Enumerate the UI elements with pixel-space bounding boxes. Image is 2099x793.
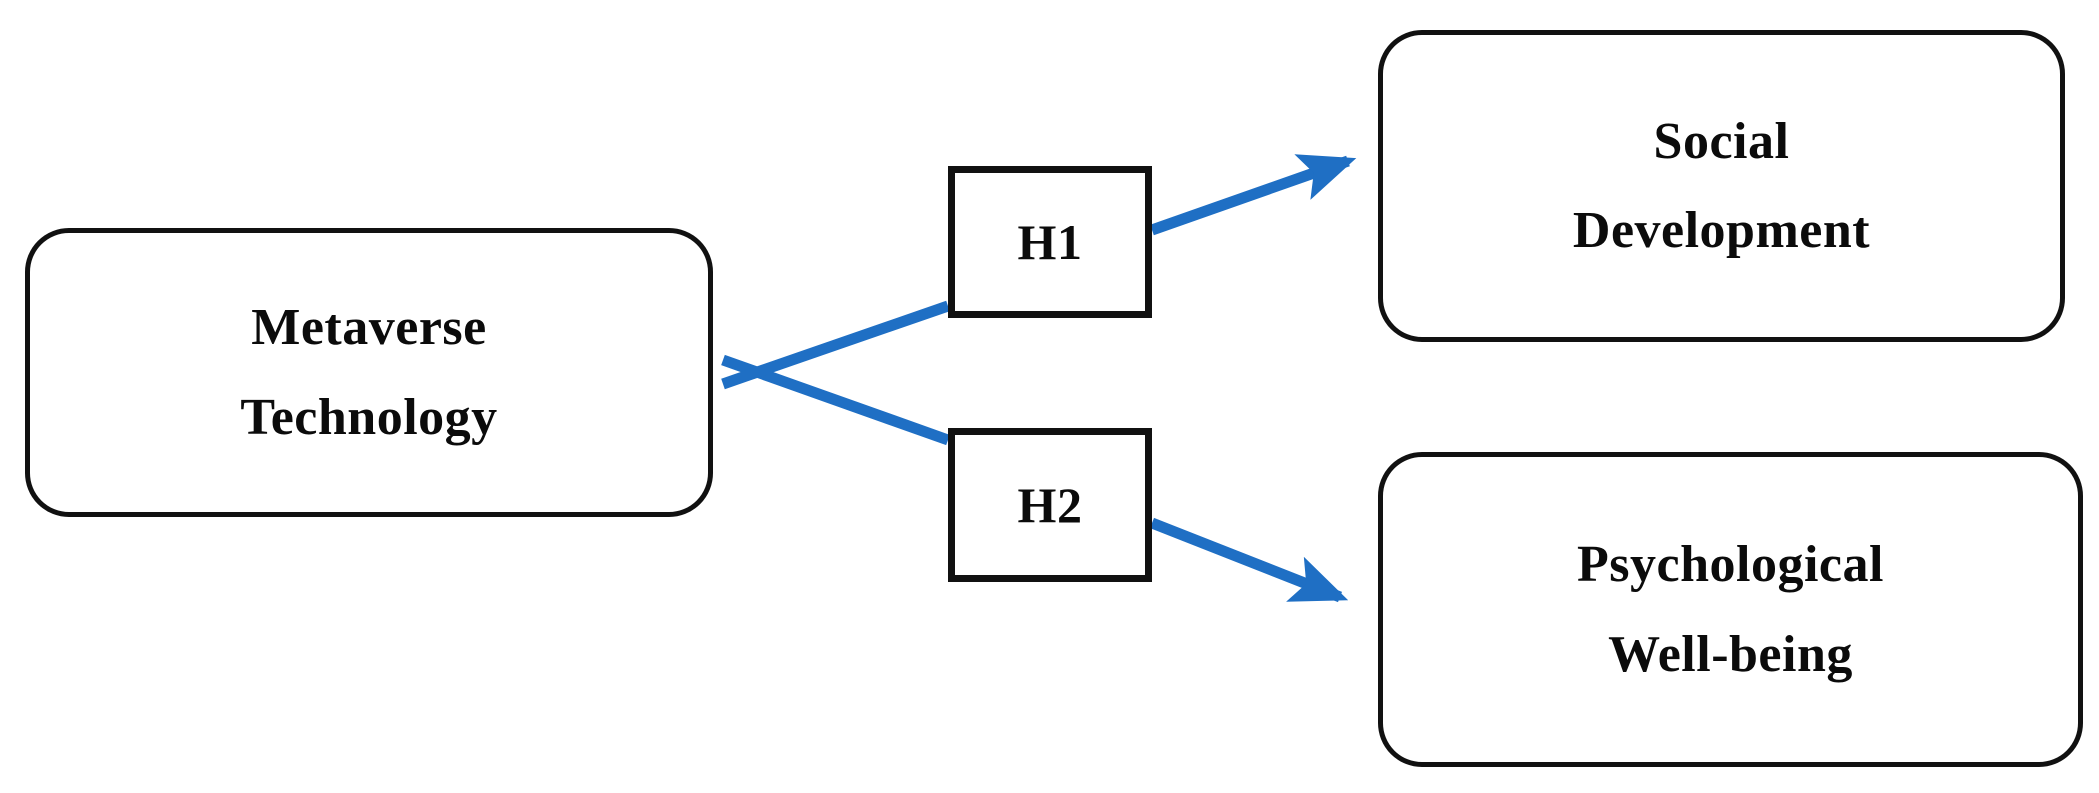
connector-source-to-h2 bbox=[721, 354, 950, 446]
node-social-development-line-2: Development bbox=[1572, 202, 1871, 259]
node-psychological-well-being[interactable]: Psychological Well-being bbox=[1378, 452, 2083, 767]
connector-h1-to-social-development bbox=[1150, 154, 1357, 236]
node-metaverse-technology[interactable]: Metaverse Technology bbox=[25, 228, 713, 517]
connector-source-to-h1 bbox=[721, 300, 950, 390]
node-social-development[interactable]: Social Development bbox=[1378, 30, 2065, 342]
node-hypothesis-h1-label: H1 bbox=[1017, 214, 1083, 270]
node-metaverse-technology-line-1: Metaverse bbox=[251, 299, 487, 357]
node-psychological-well-being-line-1: Psychological bbox=[1577, 536, 1884, 594]
node-social-development-line-1: Social bbox=[1653, 112, 1790, 170]
node-metaverse-technology-line-2: Technology bbox=[240, 388, 498, 446]
connector-h2-to-psychological-well-being bbox=[1149, 517, 1349, 603]
node-psychological-well-being-line-2: Well-being bbox=[1608, 625, 1853, 683]
node-hypothesis-h1[interactable]: H1 bbox=[948, 166, 1152, 318]
node-hypothesis-h2-label: H2 bbox=[1017, 477, 1083, 533]
node-hypothesis-h2[interactable]: H2 bbox=[948, 428, 1152, 582]
